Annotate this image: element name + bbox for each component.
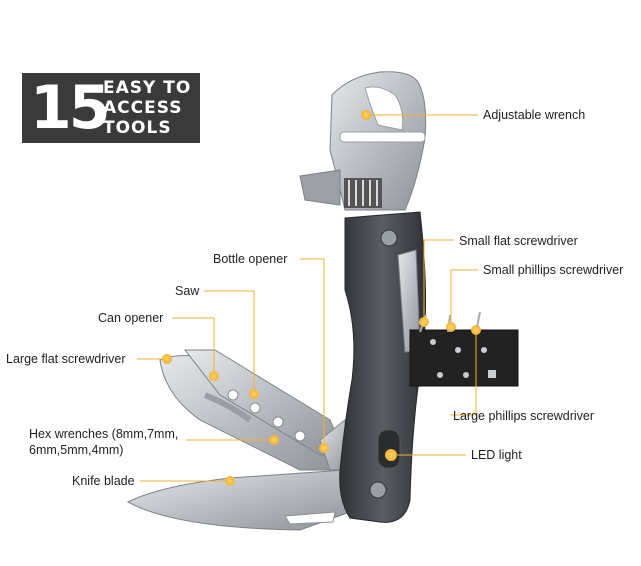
badge-line-1: EASY TO [103, 78, 192, 98]
badge-number: 15 [30, 73, 110, 143]
bit-holder-shape [409, 329, 519, 387]
label-small-flat-screwdriver: Small flat screwdriver [459, 234, 578, 248]
badge-15-tools: 15 EASY TO ACCESS TOOLS [22, 73, 200, 143]
badge-line-2: ACCESS [103, 98, 183, 118]
label-can-opener: Can opener [98, 311, 164, 325]
label-large-flat-screwdriver: Large flat screwdriver [6, 352, 126, 366]
label-large-phillips-screwdriver: Large phillips screwdriver [453, 409, 595, 423]
badge-line-3: TOOLS [103, 118, 172, 138]
label-small-phillips-screwdriver: Small phillips screwdriver [483, 263, 624, 277]
label-adjustable-wrench: Adjustable wrench [483, 108, 586, 122]
label-hex-wrenches-line2: 6mm,5mm,4mm) [29, 443, 124, 457]
label-bottle-opener: Bottle opener [213, 252, 288, 266]
label-hex-wrenches-line1: Hex wrenches (8mm,7mm, [29, 427, 179, 441]
label-led-light: LED light [471, 448, 522, 462]
label-knife-blade: Knife blade [72, 474, 135, 488]
label-saw: Saw [175, 284, 200, 298]
